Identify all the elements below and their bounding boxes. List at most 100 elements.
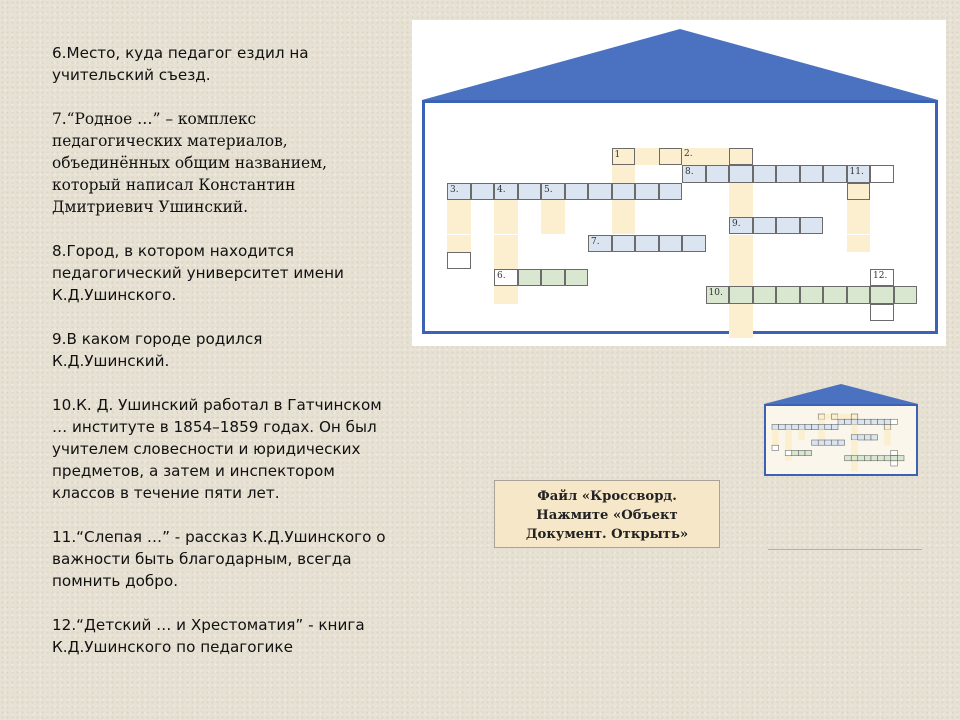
clue-9: 9.В каком городе родился К.Д.Ушинский. [52, 330, 263, 370]
thumbnail-cell [818, 429, 825, 435]
thumbnail-cell [883, 418, 892, 425]
crossword-cell [823, 165, 847, 183]
clue-7: 7.“Родное …” – комплекс педагогических м… [52, 110, 327, 216]
crossword-cell-number: 12. [873, 271, 888, 282]
thumbnail-cell [870, 434, 878, 441]
thumbnail-cell [884, 429, 891, 435]
thumbnail-cell [791, 450, 799, 456]
thumbnail-cell [818, 419, 825, 425]
thumbnail-cell [844, 418, 852, 425]
note-line-1: Файл «Кроссворд. [537, 489, 677, 504]
crossword-cell-number: 9. [732, 219, 741, 230]
thumbnail-cell [798, 424, 806, 430]
thumbnail-cell [772, 429, 779, 435]
thumbnail-cell [784, 450, 793, 456]
crossword-cell: 7. [588, 234, 612, 252]
thumbnail-cell [851, 424, 858, 430]
thumbnail-cell [817, 424, 826, 430]
thumbnail-cell [897, 455, 905, 462]
clue-list: 6.Место, куда педагог ездил на учительск… [52, 42, 392, 680]
crossword-cell-number: 11. [849, 167, 864, 178]
thumbnail-cell [851, 450, 858, 456]
crossword-cell-number: 1 [614, 150, 621, 160]
crossword-cell [611, 165, 635, 183]
crossword-cell [470, 182, 494, 200]
crossword-cell [846, 217, 870, 235]
crossword-cell [658, 182, 682, 200]
thumbnail-cell [844, 455, 852, 462]
crossword-cell [611, 217, 635, 235]
thumbnail-cell [870, 418, 878, 425]
thumbnail-cell [850, 434, 859, 441]
note-line-2: Нажмите «Объект [536, 508, 678, 523]
crossword-cell [635, 182, 659, 200]
thumbnail-cell [772, 434, 779, 440]
note-line-3: Документ. Открыть» [525, 527, 689, 542]
crossword-cell [541, 217, 565, 235]
thumbnail-cell [883, 455, 892, 462]
thumbnail-cell [851, 466, 858, 472]
crossword-cell [658, 148, 682, 166]
thumbnail-cell [817, 439, 826, 446]
thumbnail-cell [850, 413, 859, 420]
crossword-cell [611, 182, 635, 200]
thumbnail-cell [890, 455, 898, 462]
crossword-cell [541, 199, 565, 218]
thumbnail-cell [884, 434, 891, 440]
thumbnail-cell [838, 414, 845, 420]
crossword-cell [729, 321, 753, 339]
thumbnail-cell [772, 440, 779, 446]
thumbnail-cell [850, 455, 859, 462]
crossword-cell [846, 286, 870, 304]
crossword-thumbnail[interactable] [760, 382, 922, 478]
crossword-cell [564, 182, 588, 200]
crossword-cell-number: 7. [591, 236, 600, 247]
crossword-cell: 5. [541, 182, 565, 200]
clue-8: 8.Город, в котором находится педагогичес… [52, 242, 344, 304]
crossword-cell: 4. [494, 182, 518, 200]
thumbnail-cell [817, 413, 826, 420]
thumbnail-cell [864, 418, 872, 425]
crossword-cell: 3. [447, 182, 471, 200]
thumbnail-cell [890, 460, 898, 467]
thumbnail-roof [764, 384, 918, 404]
thumbnail-cell [844, 414, 852, 420]
crossword-cell: 8. [682, 165, 706, 183]
thumbnail-cell [850, 418, 859, 425]
crossword-cell [870, 165, 894, 183]
crossword-cell [494, 234, 518, 252]
thumbnail-cell [771, 424, 779, 430]
crossword-cell [846, 182, 870, 200]
thumbnail-cell [883, 424, 892, 430]
crossword-cell [752, 165, 776, 183]
crossword-cell [776, 165, 800, 183]
crossword-cell [729, 286, 753, 304]
crossword-cell [541, 269, 565, 287]
thumbnail-cell [784, 424, 793, 430]
crossword-cell [635, 234, 659, 252]
thumbnail-cell [824, 414, 832, 420]
thumbnail-cell [804, 424, 812, 430]
crossword-cell [893, 286, 917, 304]
crossword-cell [846, 234, 870, 252]
thumbnail-cell [791, 424, 799, 430]
crossword-cell-number: 10. [708, 288, 723, 299]
thumbnail-graphic [764, 384, 918, 476]
crossword-cell-number: 6. [497, 271, 506, 282]
crossword-cell [705, 148, 729, 166]
thumbnail-cell [864, 455, 872, 462]
crossword-cell [447, 234, 471, 252]
crossword-cell [752, 217, 776, 235]
crossword-cell [729, 182, 753, 200]
crossword-cell-number: 5. [544, 184, 553, 195]
crossword-cell [729, 234, 753, 252]
thumbnail-cell [890, 418, 898, 425]
crossword-cell-number: 8. [685, 167, 694, 178]
crossword-cell [729, 251, 753, 270]
crossword-cell: 1 [611, 148, 635, 166]
crossword-cell-number: 2. [684, 149, 693, 159]
thumbnail-cell [851, 429, 858, 435]
crossword-cell [494, 199, 518, 218]
crossword-cell [729, 269, 753, 287]
